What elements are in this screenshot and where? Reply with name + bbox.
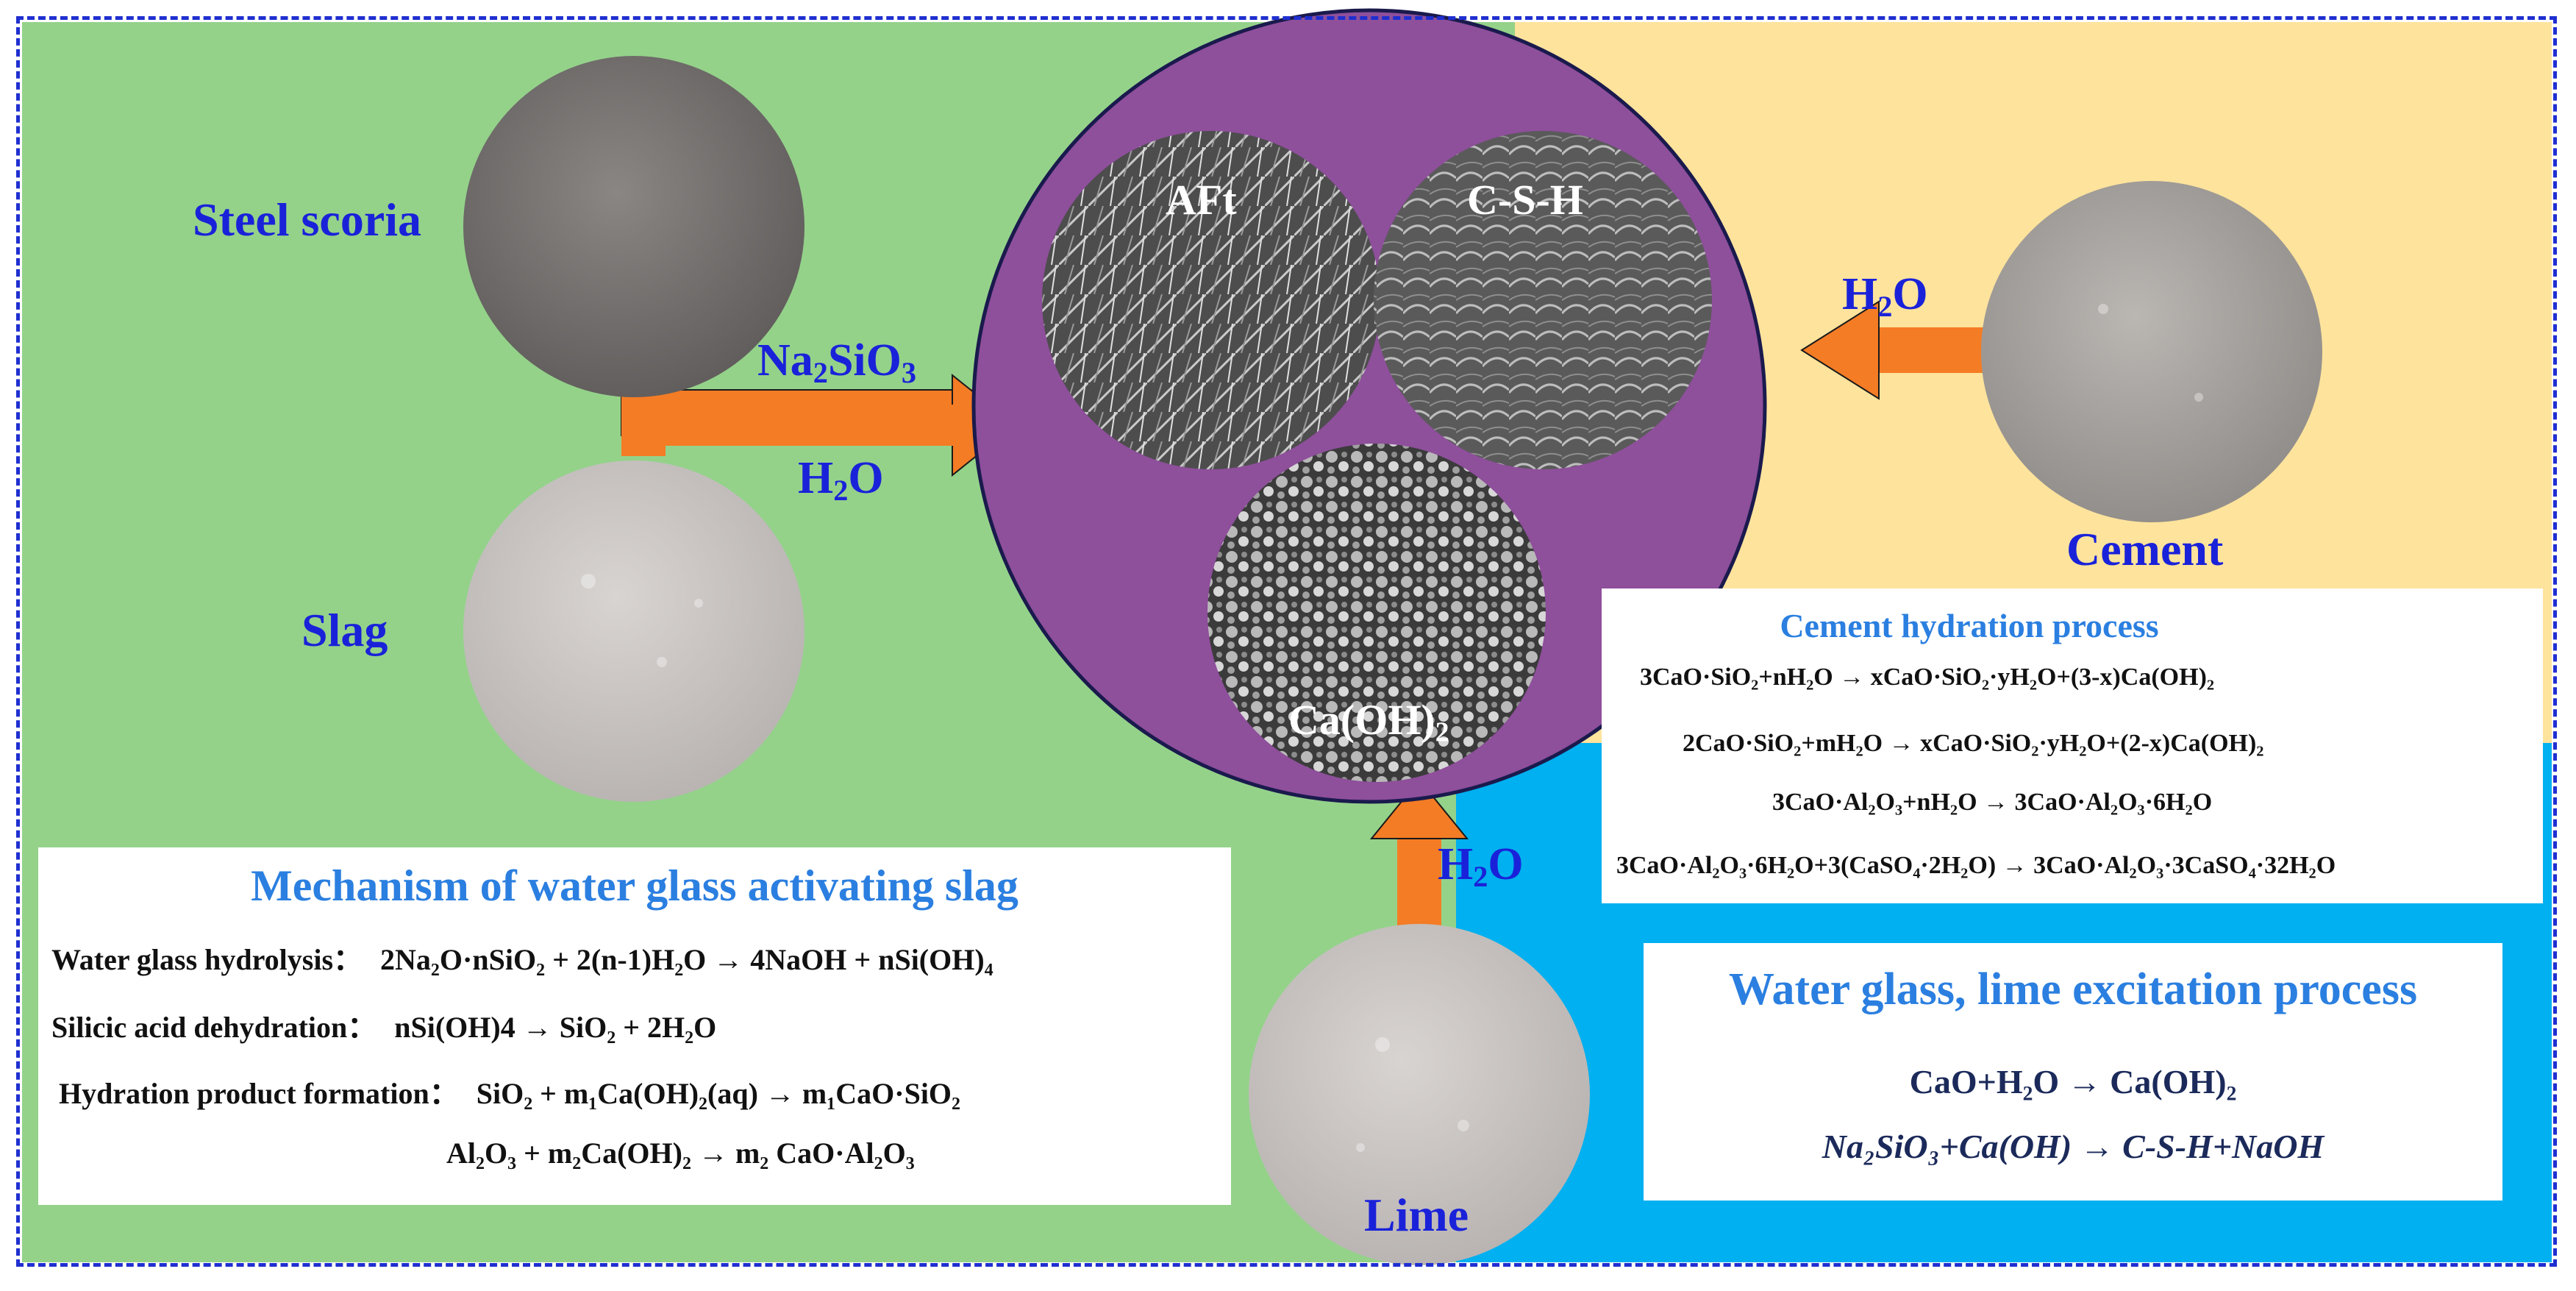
cement-photo xyxy=(1981,181,2322,522)
mechanism-line-2: Silicic acid dehydration： nSi(OH)4 → SiO… xyxy=(51,1003,716,1046)
lime-excitation-box: Water glass, lime excitation process CaO… xyxy=(1644,943,2502,1201)
arrow-right-label: H2O xyxy=(1842,269,1928,324)
csh-label: C-S-H xyxy=(1467,176,1583,224)
cement-eq-3: 3CaO·Al₂O₃+nH₂O → 3CaO·Al₂O₃·6H₂O xyxy=(1772,789,2213,816)
arrow-bottom-label: H2O xyxy=(1438,839,1524,894)
mechanism-line-3-eq: SiO₂ + m₁Ca(OH)₂(aq) → m₁CaO·SiO₂ xyxy=(476,1077,961,1110)
slag-label: Slag xyxy=(302,604,388,656)
mechanism-line-3-label: Hydration product formation： xyxy=(59,1077,459,1110)
mechanism-box: Mechanism of water glass activating slag… xyxy=(38,847,1231,1205)
caoh2-micrograph xyxy=(1207,444,1546,782)
mechanism-line-2-eq: nSi(OH)4 → SiO₂ + 2H₂O xyxy=(394,1011,717,1044)
cement-label: Cement xyxy=(2066,523,2224,575)
aft-label: AFt xyxy=(1166,176,1237,224)
steel-scoria-label: Steel scoria xyxy=(193,193,421,246)
arrow-right-to-center xyxy=(1800,300,1989,400)
lime-eq-1: CaO+H₂O → Ca(OH)₂ xyxy=(1909,1063,2237,1100)
cement-eq-1: 3CaO·SiO₂+nH₂O → xCaO·SiO₂·yH₂O+(3-x)Ca(… xyxy=(1640,664,2215,691)
photo-texture xyxy=(581,304,2203,1152)
mechanism-line-1-eq: 2Na₂O·nSiO₂ + 2(n-1)H₂O → 4NaOH + nSi(OH… xyxy=(380,943,993,976)
mechanism-line-1-label: Water glass hydrolysis： xyxy=(51,943,363,976)
arrow-left-bottom-label: H2O xyxy=(798,453,884,508)
steel-scoria-photo xyxy=(463,56,804,397)
caoh2-label: Ca(OH)2 xyxy=(1288,696,1449,748)
lime-eq-2: Na₂SiO₃+Ca(OH) → C-S-H+NaOH xyxy=(1822,1128,2325,1165)
mechanism-title: Mechanism of water glass activating slag xyxy=(251,861,1018,910)
lime-excitation-title: Water glass, lime excitation process xyxy=(1728,964,2418,1014)
lime-label: Lime xyxy=(1364,1189,1469,1241)
mechanism-line-3: Hydration product formation： SiO₂ + m₁Ca… xyxy=(59,1070,960,1112)
mechanism-line-2-label: Silicic acid dehydration： xyxy=(51,1011,377,1044)
mechanism-line-1: Water glass hydrolysis： 2Na₂O·nSiO₂ + 2(… xyxy=(51,936,993,978)
aft-micrograph xyxy=(1042,131,1380,469)
arrow-bottom-to-center xyxy=(1369,778,1469,934)
lime-photo xyxy=(1249,924,1590,1265)
mechanism-line-4: Al₂O₃ + m₂Ca(OH)₂ → m₂ CaO·Al₂O₃ xyxy=(446,1137,915,1170)
cement-eq-2: 2CaO·SiO₂+mH₂O → xCaO·SiO₂·yH₂O+(2-x)Ca(… xyxy=(1683,730,2264,757)
csh-micrograph xyxy=(1374,131,1712,469)
cement-eq-4: 3CaO·Al₂O₃·6H₂O+3(CaSO₄·2H₂O) → 3CaO·Al₂… xyxy=(1616,852,2336,879)
arrow-left-body xyxy=(621,405,956,446)
cement-hydration-box: Cement hydration process 3CaO·SiO₂+nH₂O … xyxy=(1602,588,2543,903)
cement-hydration-title: Cement hydration process xyxy=(1780,607,2159,644)
dashed-border xyxy=(16,16,2557,1267)
arrow-left-top-label: Na2SiO3 xyxy=(757,335,917,390)
slag-photo xyxy=(463,460,804,802)
